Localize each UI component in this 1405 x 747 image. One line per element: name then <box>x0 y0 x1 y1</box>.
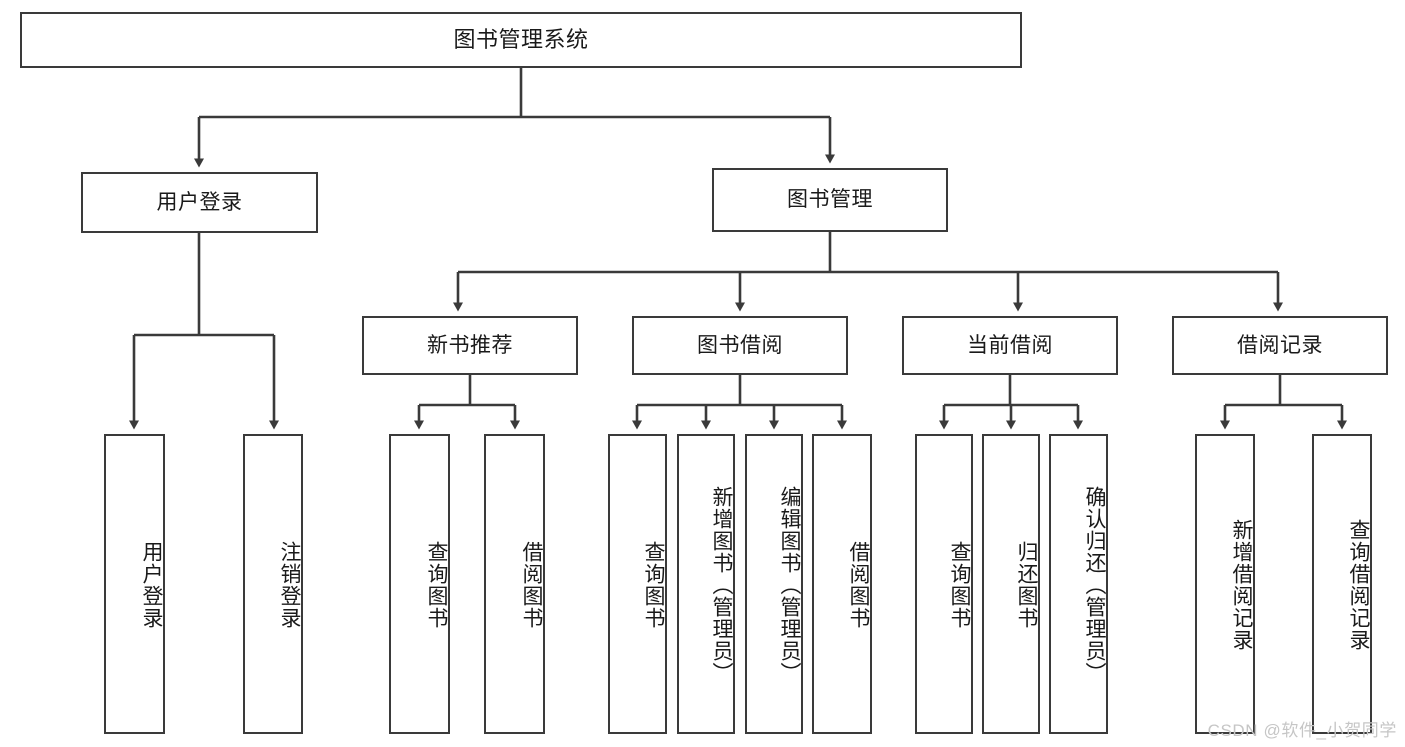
leaf-label: 注销登录 <box>278 541 301 629</box>
leaf-label: 查询图书 <box>642 541 665 629</box>
leaf-book-borrow-borrow-book[interactable]: 借阅图书 <box>812 434 872 734</box>
node-book-borrow[interactable]: 图书借阅 <box>632 316 848 375</box>
leaf-label: 编辑图书（管理员） <box>778 486 801 684</box>
leaf-label: 确认归还（管理员） <box>1083 486 1106 684</box>
leaf-label: 新增图书（管理员） <box>710 486 733 684</box>
leaf-label: 借阅图书 <box>520 541 543 629</box>
leaf-book-borrow-add-book-admin[interactable]: 新增图书（管理员） <box>677 434 735 734</box>
leaf-current-borrow-confirm-return-admin[interactable]: 确认归还（管理员） <box>1049 434 1108 734</box>
node-root-book-management-system[interactable]: 图书管理系统 <box>20 12 1022 68</box>
leaf-label: 查询借阅记录 <box>1347 519 1370 651</box>
leaf-user-login-signin[interactable]: 用户登录 <box>104 434 165 734</box>
leaf-borrow-record-add-record[interactable]: 新增借阅记录 <box>1195 434 1255 734</box>
leaf-new-book-borrow-book[interactable]: 借阅图书 <box>484 434 545 734</box>
node-book-management[interactable]: 图书管理 <box>712 168 948 232</box>
leaf-book-borrow-query-book[interactable]: 查询图书 <box>608 434 667 734</box>
node-borrow-record[interactable]: 借阅记录 <box>1172 316 1388 375</box>
leaf-current-borrow-return-book[interactable]: 归还图书 <box>982 434 1040 734</box>
leaf-label: 新增借阅记录 <box>1230 519 1253 651</box>
leaf-borrow-record-query-record[interactable]: 查询借阅记录 <box>1312 434 1372 734</box>
node-current-borrow[interactable]: 当前借阅 <box>902 316 1118 375</box>
leaf-label: 查询图书 <box>948 541 971 629</box>
leaf-label: 查询图书 <box>425 541 448 629</box>
leaf-user-login-signout[interactable]: 注销登录 <box>243 434 303 734</box>
leaf-label: 用户登录 <box>140 541 163 629</box>
node-user-login[interactable]: 用户登录 <box>81 172 318 233</box>
node-new-book-recommend[interactable]: 新书推荐 <box>362 316 578 375</box>
leaf-new-book-query-book[interactable]: 查询图书 <box>389 434 450 734</box>
leaf-book-borrow-edit-book-admin[interactable]: 编辑图书（管理员） <box>745 434 803 734</box>
leaf-label: 借阅图书 <box>847 541 870 629</box>
leaf-label: 归还图书 <box>1015 541 1038 629</box>
leaf-current-borrow-query-book[interactable]: 查询图书 <box>915 434 973 734</box>
watermark-credit: CSDN @软件_小贺同学 <box>1207 721 1397 740</box>
